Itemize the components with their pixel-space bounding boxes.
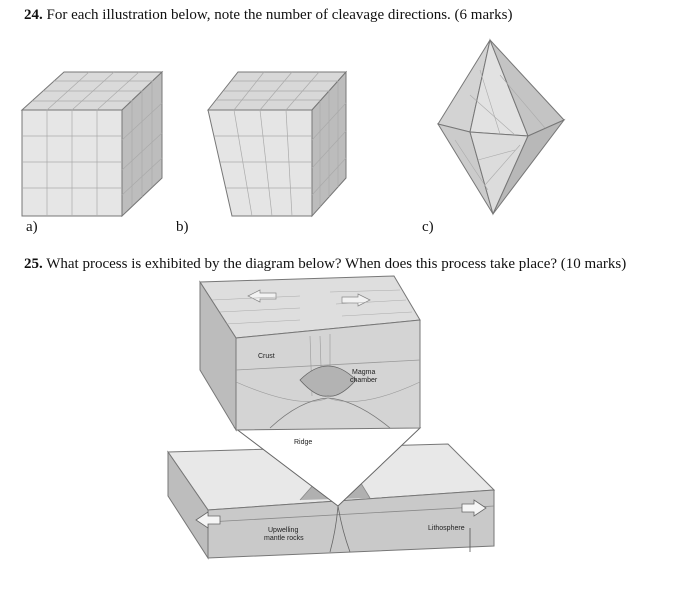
- zoomed-ridge-block: [200, 276, 420, 430]
- crust-label: Crust: [258, 353, 275, 360]
- ridge-label: Ridge: [294, 439, 312, 446]
- magma-chamber-label-line1: Magma: [352, 369, 375, 376]
- lithosphere-label: Lithosphere: [428, 525, 465, 532]
- upwelling-label-line1: Upwelling: [268, 527, 298, 534]
- magma-chamber-label-line2: chamber: [350, 377, 378, 384]
- upwelling-label-line2: mantle rocks: [264, 535, 304, 542]
